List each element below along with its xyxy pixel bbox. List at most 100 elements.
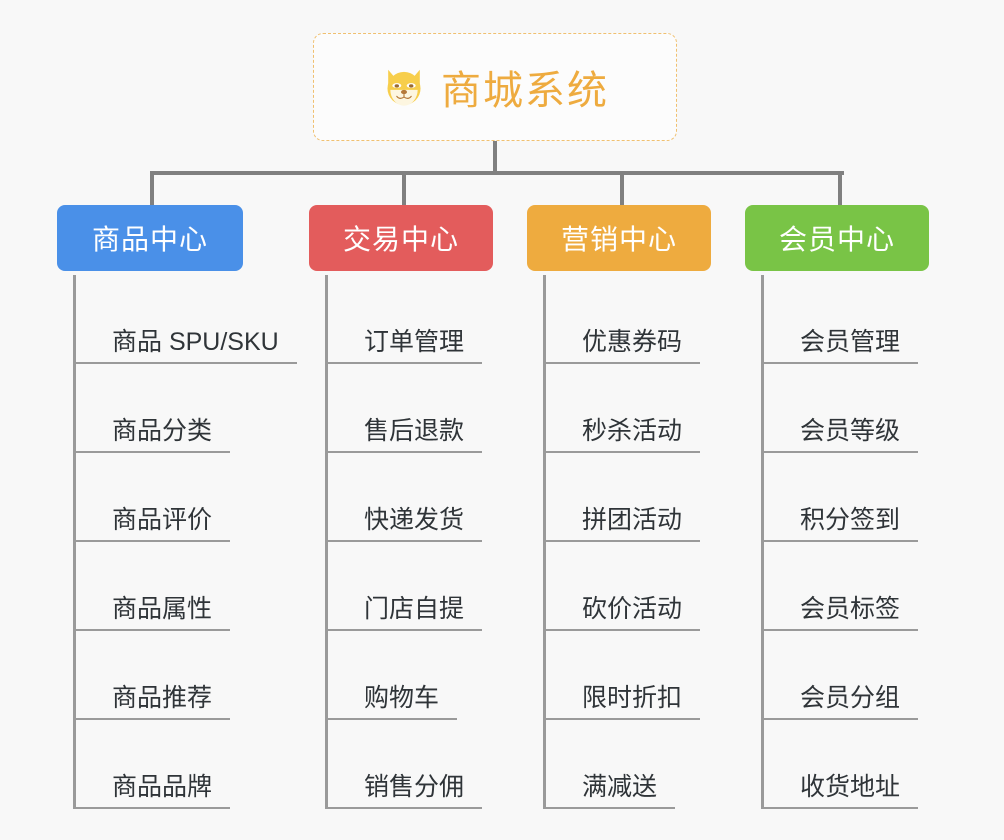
- connector-drop-marketing-center: [620, 171, 624, 207]
- leaf-spine-marketing-center: [543, 275, 546, 809]
- leaf-item-label: 商品评价: [112, 505, 213, 534]
- category-column-trade-center: 交易中心订单管理售后退款快递发货门店自提购物车销售分佣: [309, 205, 493, 809]
- connector-drop-trade-center: [402, 171, 406, 207]
- leaf-item[interactable]: 商品推荐: [73, 631, 297, 720]
- leaf-underline: 优惠券码: [546, 327, 701, 364]
- leaf-underline: 会员标签: [764, 595, 919, 631]
- leaf-item-label: 会员分组: [800, 683, 901, 712]
- leaf-spine-trade-center: [325, 275, 328, 809]
- leaf-spine-member-center: [761, 275, 764, 809]
- leaf-item[interactable]: 商品评价: [73, 453, 297, 542]
- leaf-item[interactable]: 优惠券码: [543, 275, 711, 364]
- leaf-underline: 快递发货: [328, 505, 483, 542]
- leaf-underline: 拼团活动: [546, 506, 701, 542]
- leaf-list-product-center: 商品 SPU/SKU 商品分类商品评价商品属性商品推荐商品品牌: [73, 275, 297, 809]
- connector-trunk: [493, 141, 497, 174]
- leaf-underline: 商品推荐: [76, 683, 231, 720]
- leaf-item[interactable]: 限时折扣: [543, 631, 711, 720]
- category-header-product-center[interactable]: 商品中心: [57, 205, 243, 271]
- leaf-item[interactable]: 秒杀活动: [543, 364, 711, 453]
- leaf-item-label: 会员管理: [800, 327, 901, 356]
- leaf-item-label: 销售分佣: [364, 772, 465, 801]
- connector-drop-member-center: [838, 171, 842, 207]
- leaf-underline: 售后退款: [328, 416, 483, 453]
- leaf-item-label: 会员等级: [800, 416, 901, 445]
- category-header-trade-center[interactable]: 交易中心: [309, 205, 493, 271]
- category-column-member-center: 会员中心会员管理会员等级积分签到会员标签会员分组收货地址: [745, 205, 929, 809]
- dog-face-icon: [381, 64, 427, 110]
- leaf-item-label: 积分签到: [800, 505, 901, 534]
- leaf-underline: 商品分类: [76, 416, 231, 453]
- leaf-underline: 门店自提: [328, 594, 483, 631]
- leaf-underline: 购物车: [328, 683, 458, 720]
- connector-drop-product-center: [150, 171, 154, 207]
- leaf-item[interactable]: 收货地址: [761, 720, 929, 809]
- leaf-item-label: 砍价活动: [582, 594, 683, 623]
- leaf-list-marketing-center: 优惠券码秒杀活动拼团活动砍价活动限时折扣满减送: [543, 275, 711, 809]
- category-column-marketing-center: 营销中心优惠券码秒杀活动拼团活动砍价活动限时折扣满减送: [527, 205, 711, 809]
- leaf-underline: 商品属性: [76, 594, 231, 631]
- leaf-underline: 满减送: [546, 772, 676, 809]
- leaf-underline: 销售分佣: [328, 772, 483, 809]
- leaf-item[interactable]: 会员标签: [761, 542, 929, 631]
- leaf-underline: 限时折扣: [546, 683, 701, 720]
- leaf-item-label: 售后退款: [364, 416, 465, 445]
- leaf-underline: 商品评价: [76, 505, 231, 542]
- leaf-item-label: 门店自提: [364, 594, 465, 623]
- leaf-item-label: 订单管理: [364, 327, 465, 356]
- leaf-item[interactable]: 商品品牌: [73, 720, 297, 809]
- leaf-item[interactable]: 订单管理: [325, 275, 493, 364]
- leaf-item-label: 优惠券码: [582, 327, 683, 356]
- leaf-item[interactable]: 会员等级: [761, 364, 929, 453]
- leaf-list-trade-center: 订单管理售后退款快递发货门店自提购物车销售分佣: [325, 275, 493, 809]
- root-title: 商城系统: [441, 69, 609, 113]
- leaf-item[interactable]: 会员分组: [761, 631, 929, 720]
- leaf-underline: 会员管理: [764, 327, 919, 364]
- leaf-item-label: 限时折扣: [582, 683, 683, 712]
- leaf-item[interactable]: 商品 SPU/SKU: [73, 275, 297, 364]
- leaf-item[interactable]: 砍价活动: [543, 542, 711, 631]
- leaf-item-label: 购物车: [364, 683, 440, 712]
- leaf-item-label: 收货地址: [800, 772, 901, 801]
- leaf-underline: 会员等级: [764, 416, 919, 453]
- leaf-underline: 收货地址: [764, 772, 919, 809]
- leaf-item[interactable]: 购物车: [325, 631, 493, 720]
- leaf-item[interactable]: 商品属性: [73, 542, 297, 631]
- leaf-underline: 商品品牌: [76, 772, 231, 809]
- leaf-underline: 订单管理: [328, 327, 483, 364]
- leaf-item[interactable]: 售后退款: [325, 364, 493, 453]
- leaf-underline: 商品 SPU/SKU: [76, 327, 297, 364]
- leaf-spine-product-center: [73, 275, 76, 809]
- connector-bus: [150, 171, 844, 175]
- leaf-underline: 砍价活动: [546, 594, 701, 631]
- leaf-item-label: 快递发货: [364, 505, 465, 534]
- leaf-item[interactable]: 销售分佣: [325, 720, 493, 809]
- leaf-item[interactable]: 拼团活动: [543, 453, 711, 542]
- leaf-item-label: 秒杀活动: [582, 416, 683, 445]
- category-header-marketing-center[interactable]: 营销中心: [527, 205, 711, 271]
- root-node[interactable]: 商城系统: [313, 33, 677, 141]
- leaf-item-label: 满减送: [582, 772, 658, 801]
- leaf-underline: 会员分组: [764, 683, 919, 720]
- leaf-item[interactable]: 快递发货: [325, 453, 493, 542]
- leaf-item[interactable]: 门店自提: [325, 542, 493, 631]
- category-column-product-center: 商品中心商品 SPU/SKU 商品分类商品评价商品属性商品推荐商品品牌: [57, 205, 297, 809]
- leaf-item[interactable]: 商品分类: [73, 364, 297, 453]
- leaf-item-label: 商品品牌: [112, 772, 213, 801]
- leaf-item[interactable]: 会员管理: [761, 275, 929, 364]
- leaf-item-label: 商品分类: [112, 416, 213, 445]
- category-header-member-center[interactable]: 会员中心: [745, 205, 929, 271]
- leaf-underline: 积分签到: [764, 505, 919, 542]
- category-header-label: 商品中心: [91, 224, 208, 255]
- leaf-item[interactable]: 满减送: [543, 720, 711, 809]
- leaf-item-label: 商品属性: [112, 594, 213, 623]
- leaf-item[interactable]: 积分签到: [761, 453, 929, 542]
- leaf-list-member-center: 会员管理会员等级积分签到会员标签会员分组收货地址: [761, 275, 929, 809]
- category-header-label: 营销中心: [560, 224, 677, 255]
- leaf-item-label: 商品推荐: [112, 683, 213, 712]
- leaf-item-label: 商品 SPU/SKU: [112, 327, 279, 356]
- category-header-label: 交易中心: [342, 224, 459, 255]
- leaf-underline: 秒杀活动: [546, 416, 701, 453]
- category-header-label: 会员中心: [778, 224, 895, 255]
